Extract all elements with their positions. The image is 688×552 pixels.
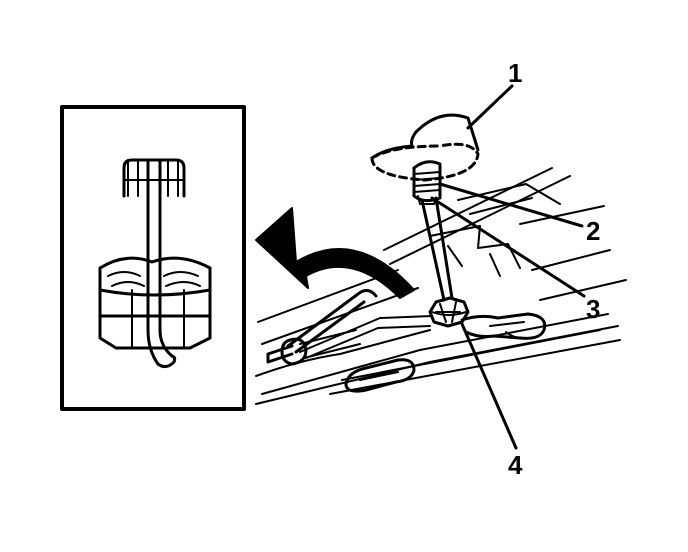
threaded-rod	[420, 196, 454, 302]
callout-3: 3	[586, 294, 600, 324]
inset-nut	[98, 256, 212, 350]
inset-frame	[60, 105, 246, 411]
inset-detail-view	[60, 105, 246, 411]
callout-2: 2	[586, 216, 600, 246]
leader-4	[460, 322, 518, 450]
leader-3	[430, 196, 586, 298]
inset-rod	[146, 158, 177, 369]
direction-arrow	[255, 207, 415, 299]
threaded-fitting	[412, 160, 442, 205]
callout-1: 1	[508, 58, 522, 88]
callout-labels: 1 2 3 4	[508, 58, 600, 480]
inset-tool-socket	[122, 158, 186, 198]
callout-4: 4	[508, 450, 523, 480]
leader-lines	[430, 84, 586, 450]
leader-1	[466, 84, 514, 130]
adjuster-nut	[428, 296, 470, 328]
boot-cone	[370, 113, 480, 182]
leader-2	[438, 182, 584, 228]
